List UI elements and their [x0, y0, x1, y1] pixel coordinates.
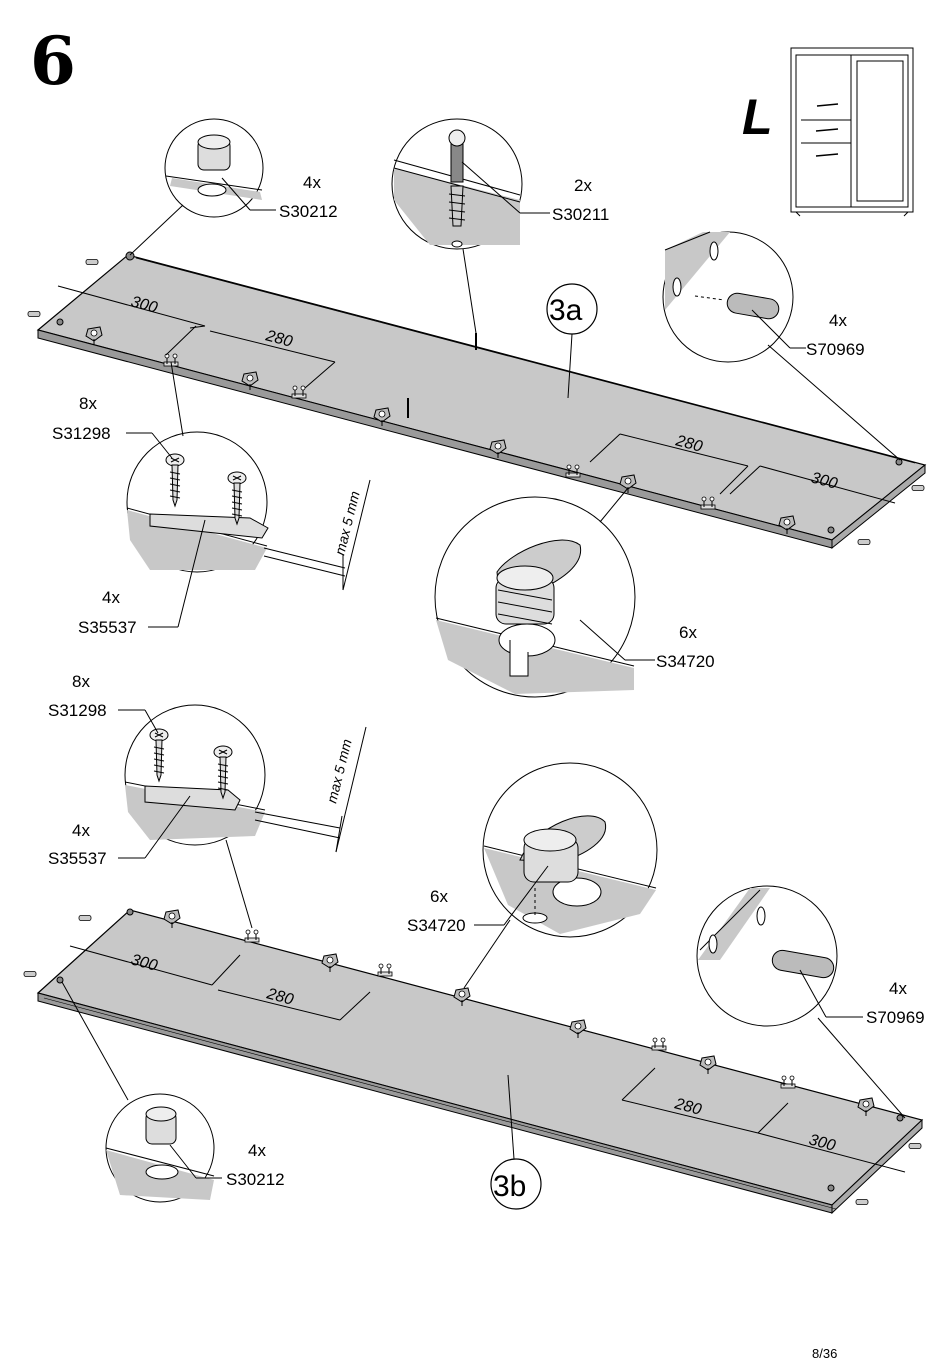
- callout-code: S70969: [866, 1008, 925, 1027]
- callout-code: S35537: [48, 849, 107, 868]
- callout-qty: 4x: [303, 173, 321, 192]
- callout-qty: 4x: [829, 311, 847, 330]
- detail-dowel-pin-top: [391, 118, 523, 334]
- callout-qty: 4x: [72, 821, 90, 840]
- panel-label-3b: 3b: [493, 1170, 526, 1203]
- callout-code: S35537: [78, 618, 137, 637]
- dimension-label: 300: [809, 469, 839, 492]
- callout-code: S34720: [407, 916, 466, 935]
- panel-3a: [27, 251, 927, 550]
- callout-code: S31298: [52, 424, 111, 443]
- page-number: 8/36: [812, 1346, 838, 1361]
- detail-connector-plate-top: [126, 361, 269, 573]
- dimension-label: 280: [672, 1095, 703, 1119]
- detail-cam-housing-bottom: [61, 981, 215, 1203]
- callout-qty: 4x: [102, 588, 120, 607]
- callout-qty: 6x: [679, 623, 697, 642]
- detail-cam-lock-top: [434, 487, 636, 698]
- dimension-label: 300: [129, 951, 159, 974]
- dimension-label: 280: [263, 327, 294, 351]
- label-3b-badge: [490, 1074, 542, 1210]
- callout-qty: 8x: [79, 394, 97, 413]
- detail-dowel-bottom-right: [696, 885, 906, 1119]
- detail-dowel-top-right: [662, 231, 901, 461]
- wardrobe-thumbnail: [790, 47, 914, 217]
- dimension-label: 280: [264, 985, 295, 1009]
- detail-connector-plate-bottom: [124, 704, 266, 929]
- callout-qty: 6x: [430, 887, 448, 906]
- detail-cam-housing-top: [129, 118, 264, 256]
- variant-letter: L: [742, 89, 773, 145]
- callout-code: S70969: [806, 340, 865, 359]
- callout-code: S34720: [656, 652, 715, 671]
- panel-label-3a: 3a: [549, 294, 583, 327]
- callout-qty: 4x: [248, 1141, 266, 1160]
- callout-code: S30212: [279, 202, 338, 221]
- dimension-label: 280: [673, 432, 704, 456]
- leader-lines: [118, 161, 863, 1179]
- callout-code: S31298: [48, 701, 107, 720]
- dimension-label: 300: [129, 293, 159, 316]
- label-3a-badge: [546, 283, 598, 399]
- max-gap-indicator-bottom: [254, 726, 367, 853]
- max-gap-indicator-top: [263, 479, 371, 591]
- step-number: 6: [30, 22, 76, 100]
- callout-qty: 8x: [72, 672, 90, 691]
- dimension-label: 300: [807, 1131, 837, 1154]
- callout-qty: 2x: [574, 176, 592, 195]
- callout-code: S30212: [226, 1170, 285, 1189]
- callout-code: S30211: [552, 205, 609, 224]
- callout-qty: 4x: [889, 979, 907, 998]
- detail-cam-lock-bottom: [463, 762, 658, 989]
- panel-3b: [23, 908, 924, 1215]
- max-gap-label: max 5 mm: [331, 489, 362, 557]
